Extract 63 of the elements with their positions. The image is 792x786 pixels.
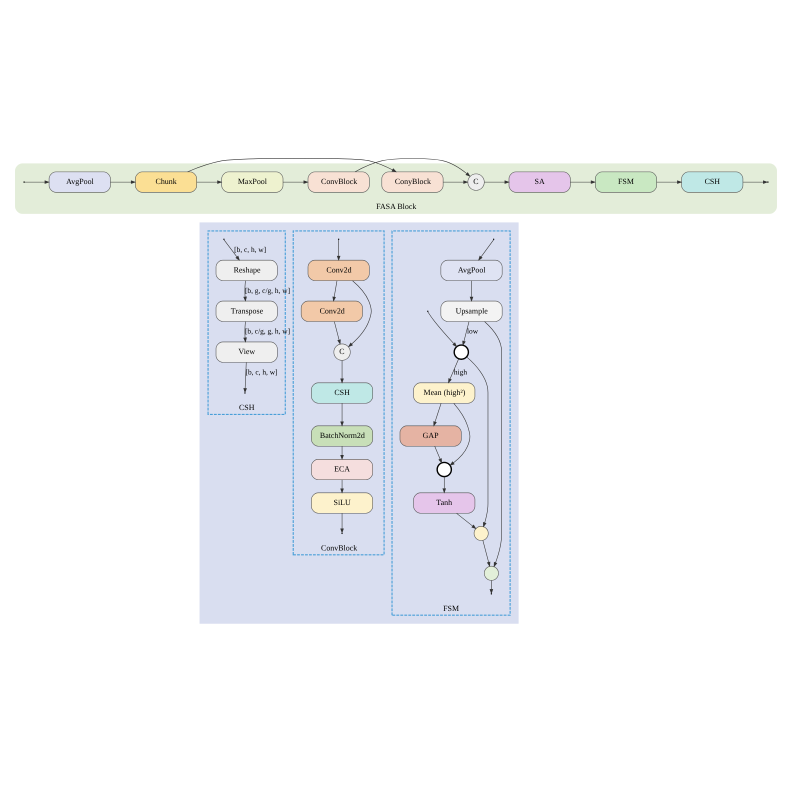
node-box: CSH <box>311 382 373 404</box>
arrow <box>656 180 682 184</box>
node-box: Transpose <box>216 300 278 322</box>
arrow <box>482 540 490 567</box>
arrow <box>334 321 341 345</box>
arrow <box>466 356 488 528</box>
arrow <box>484 321 502 568</box>
node-box: CSH <box>681 172 744 193</box>
arrow <box>478 240 494 261</box>
node-box: Upsample <box>440 300 502 322</box>
arrow <box>442 180 468 184</box>
arrow <box>442 476 446 494</box>
arrow <box>570 180 596 184</box>
arrow <box>340 480 344 494</box>
arrow <box>340 360 344 384</box>
arrow <box>24 180 50 184</box>
arrow <box>187 158 397 172</box>
node-box: Reshape <box>216 260 278 281</box>
node-box: Chunk <box>135 172 197 193</box>
arrow <box>354 158 471 177</box>
arrow <box>448 358 459 384</box>
arrow <box>456 513 476 530</box>
arrow <box>470 280 474 302</box>
node-box: Conv2d <box>300 300 363 322</box>
node-box: SiLU <box>311 492 373 514</box>
node-circle <box>474 526 489 541</box>
node-box: Conv2d <box>308 260 370 281</box>
node-box: GAP <box>400 426 462 447</box>
arrow <box>449 403 470 466</box>
node-box: Tanh <box>413 492 476 514</box>
node-box: ConyBlock <box>382 172 444 193</box>
node-circle <box>453 344 470 360</box>
arrow <box>336 240 340 262</box>
node-circle: C <box>468 174 485 191</box>
arrow <box>428 312 458 348</box>
node-circle <box>436 462 452 478</box>
node-box: BatchNorm2d <box>311 426 373 447</box>
arrow <box>282 180 309 184</box>
node-circle <box>484 566 499 581</box>
arrow <box>224 240 240 261</box>
node-box: AvgPool <box>440 260 502 281</box>
node-box: View <box>216 342 278 363</box>
arrow <box>484 180 510 184</box>
node-box: Mean (high²) <box>413 382 476 404</box>
node-box: AvgPool <box>48 172 111 193</box>
node-box: FSM <box>595 172 657 193</box>
node-box: ECA <box>311 459 373 480</box>
arrow <box>243 280 247 302</box>
arrow <box>110 180 136 184</box>
arrow <box>433 403 442 427</box>
arrow <box>243 321 247 343</box>
arrow <box>462 321 470 346</box>
arrow <box>340 403 344 427</box>
node-box: SA <box>508 172 571 193</box>
arrow <box>332 280 338 302</box>
node-box: ConvBlock <box>308 172 370 193</box>
arrow <box>340 446 344 460</box>
arrow <box>348 280 372 348</box>
node-circle: C <box>334 344 351 361</box>
arrow <box>196 180 222 184</box>
arrow <box>434 446 442 464</box>
cluster <box>200 222 519 624</box>
node-box: MaxPool <box>221 172 284 193</box>
